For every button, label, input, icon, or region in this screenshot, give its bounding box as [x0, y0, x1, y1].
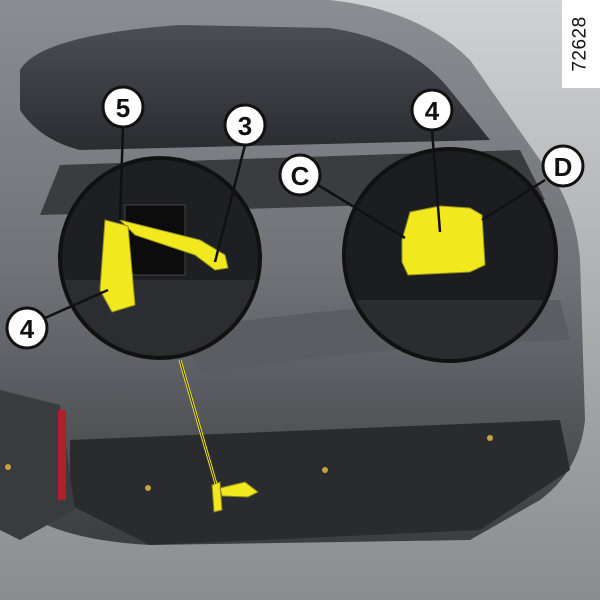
svg-text:4: 4	[20, 314, 35, 344]
svg-text:3: 3	[238, 111, 252, 141]
reference-number: 72628	[570, 16, 591, 72]
reference-number-box: 72628	[562, 0, 600, 88]
callout-d: D	[541, 144, 585, 188]
svg-text:D: D	[554, 152, 573, 182]
leader-lines	[44, 126, 546, 320]
towing-eye	[118, 219, 229, 271]
parking-sensors	[5, 435, 493, 491]
rear-reflector	[58, 410, 66, 500]
callout-5: 5	[101, 85, 145, 129]
cover-flap	[99, 219, 136, 313]
towing-eye-installed	[211, 481, 259, 513]
svg-text:5: 5	[116, 93, 130, 123]
towing-eye-cover	[401, 205, 486, 276]
rear-bumper-lower	[70, 420, 570, 545]
svg-text:C: C	[291, 161, 310, 191]
callout-c: C	[278, 153, 322, 197]
left-rear-corner	[0, 390, 75, 540]
callout-4-left: 4	[5, 306, 49, 350]
callout-4-right: 4	[410, 88, 454, 132]
callout-3: 3	[223, 103, 267, 147]
svg-text:4: 4	[425, 96, 440, 126]
